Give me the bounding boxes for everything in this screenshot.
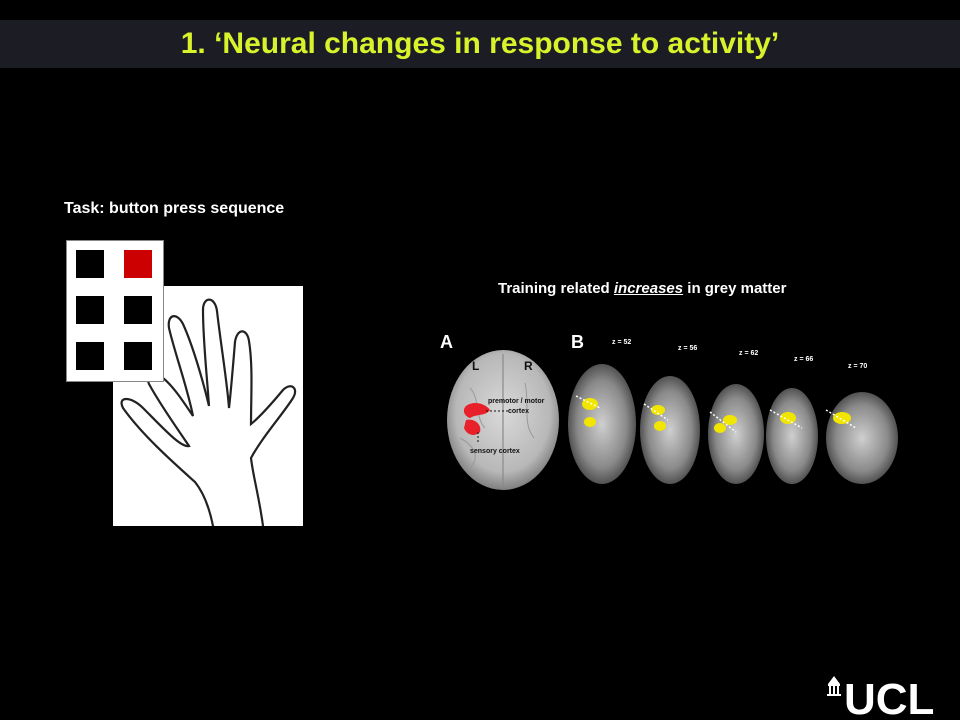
ucl-logo-text: UCL xyxy=(844,675,934,718)
panel-b-letter: B xyxy=(571,332,584,352)
training-label: Training related increases in grey matte… xyxy=(498,280,786,297)
slice-5-label: z = 70 xyxy=(848,363,867,370)
slice-1-label: z = 52 xyxy=(612,339,631,346)
button-top-left xyxy=(76,250,104,278)
button-middle-left xyxy=(76,296,104,324)
slice-5 xyxy=(825,392,898,484)
ucl-logo: UCL xyxy=(822,668,952,718)
training-label-emphasis: increases xyxy=(613,280,684,297)
panel-a-letter: A xyxy=(440,332,453,352)
brain-figure: A B L R premotor / motor cortex sensory … xyxy=(430,328,910,493)
sensory-annotation: sensory cortex xyxy=(470,448,520,455)
training-label-suffix: in grey matter xyxy=(683,280,787,297)
portico-icon xyxy=(827,676,841,696)
slice-1 xyxy=(568,364,636,484)
slice-3 xyxy=(708,384,764,484)
slice-4 xyxy=(766,388,818,484)
left-hemisphere-label: L xyxy=(472,359,479,373)
motor-cortex-region xyxy=(463,403,490,418)
button-top-right xyxy=(124,250,152,278)
slice-2 xyxy=(640,376,700,484)
slice-4-label: z = 66 xyxy=(794,356,813,363)
button-bottom-left xyxy=(76,342,104,370)
ucl-logo-mark: UCL xyxy=(827,675,934,718)
brain-scan-figure: A B L R premotor / motor cortex sensory … xyxy=(440,332,898,490)
training-label-prefix: Training related xyxy=(498,280,614,297)
hand-outline-icon xyxy=(120,298,297,526)
button-box xyxy=(66,240,164,382)
slide-title: 1. ‘Neural changes in response to activi… xyxy=(180,27,780,60)
button-bottom-right xyxy=(124,342,152,370)
sensory-cortex-region xyxy=(464,419,481,435)
title-bar xyxy=(0,20,960,68)
button-middle-right xyxy=(124,296,152,324)
motor-annotation-line2: cortex xyxy=(508,408,529,415)
right-hemisphere-label: R xyxy=(524,359,533,373)
slice-2-label: z = 56 xyxy=(678,345,697,352)
slice-3-label: z = 62 xyxy=(739,350,758,357)
motor-annotation-line1: premotor / motor xyxy=(488,398,545,405)
task-label: Task: button press sequence xyxy=(64,200,285,217)
